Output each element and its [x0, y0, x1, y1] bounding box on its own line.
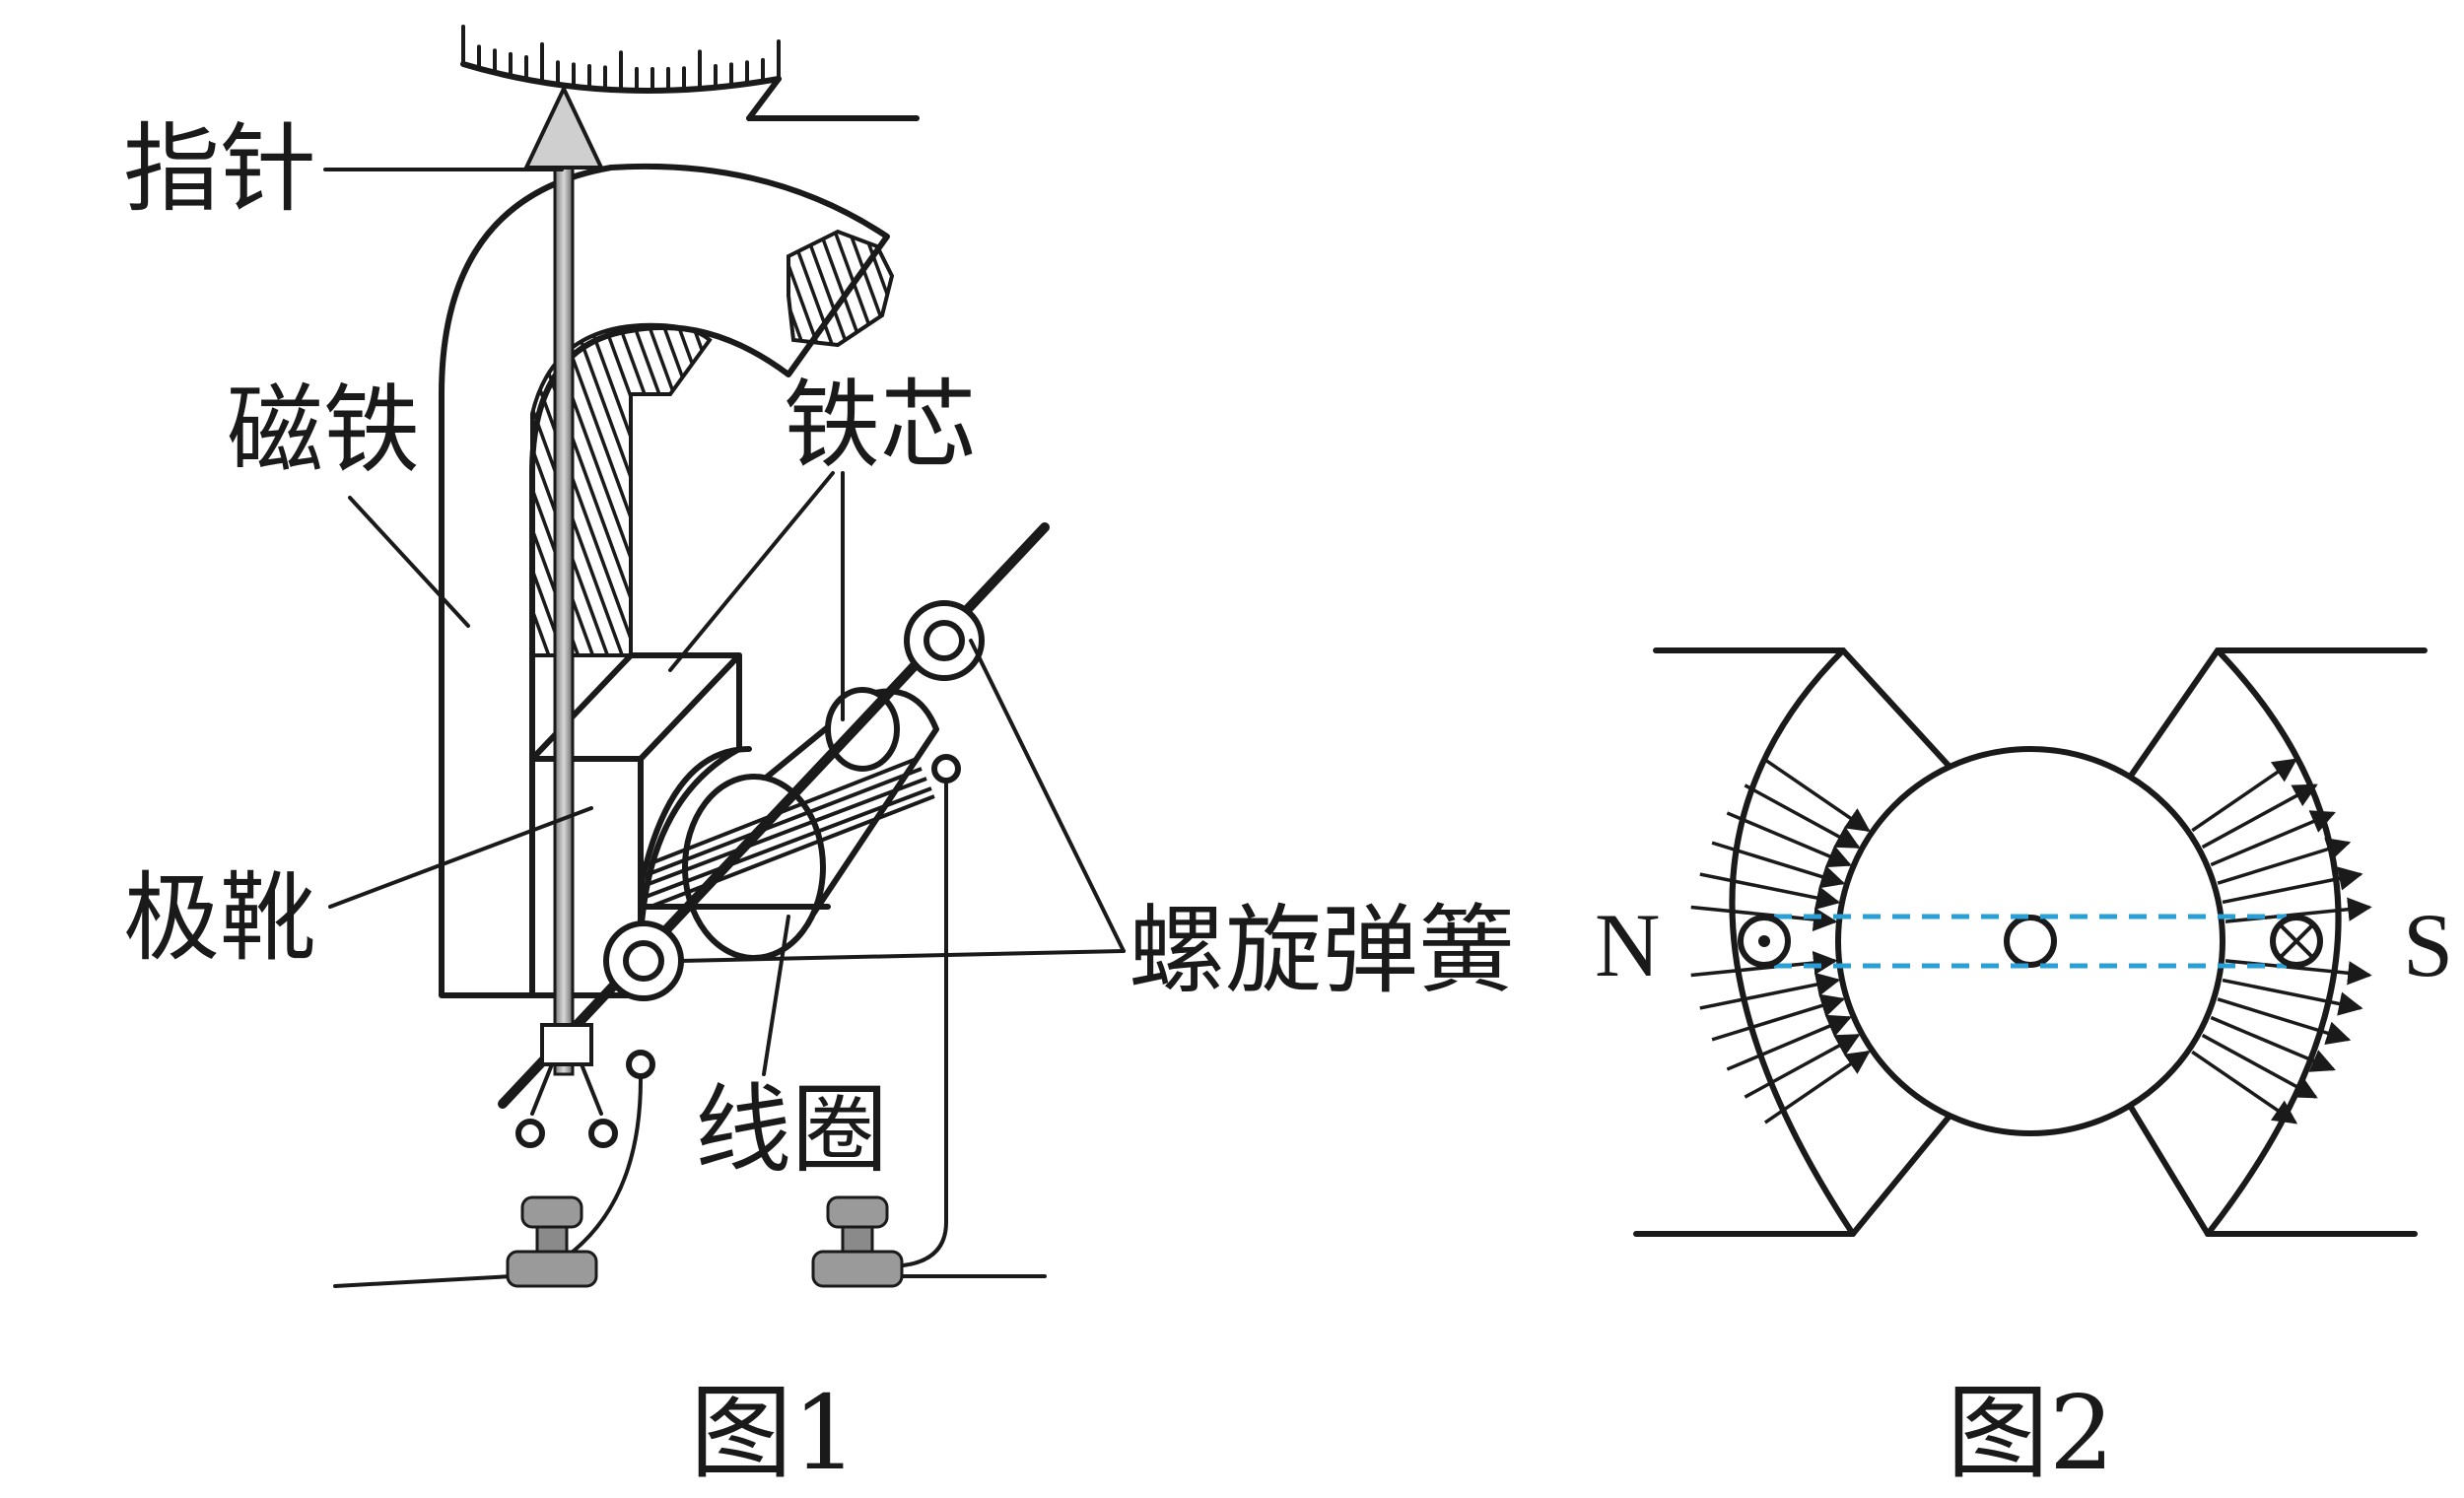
field-line-arrow [1690, 950, 1838, 978]
field-line-arrow [2210, 810, 2336, 867]
label-magnet: 磁铁 [227, 374, 420, 487]
pointer [522, 84, 605, 1076]
radial-field-lines [1690, 758, 2372, 1124]
field-line-arrow [2210, 1015, 2336, 1072]
field-line-arrow [2201, 1033, 2318, 1099]
field-line-arrow [1726, 811, 1852, 868]
field-line-arrow [2201, 783, 2318, 850]
magnet [439, 163, 895, 998]
field-line-arrow [2217, 837, 2352, 885]
magnet-broken-end [787, 229, 895, 348]
field-line-arrow [1699, 872, 1841, 911]
scale-dial [460, 25, 920, 121]
caption-figure-2: 图2 [1947, 1373, 2114, 1493]
label-coil: 线圈 [695, 1074, 888, 1187]
iron-core-cylinder [1835, 746, 2225, 1136]
current-out-symbol [1738, 915, 1791, 968]
label-pole-shoe: 极靴 [123, 862, 316, 975]
label-south-pole: S [2403, 895, 2453, 995]
field-line-arrow [1711, 841, 1846, 889]
field-line-arrow [2224, 897, 2372, 923]
figure-2: N S 图2 [1595, 647, 2453, 1493]
field-line-arrow [2222, 866, 2363, 905]
field-line-arrow [1690, 905, 1838, 932]
field-line-arrow [1699, 972, 1841, 1010]
field-line-arrow [1744, 1033, 1861, 1099]
label-spiral-spring: 螺旋弹簧 [1129, 895, 1515, 1007]
spiral-spring-top [904, 600, 985, 681]
field-line-arrow [2191, 1050, 2298, 1124]
field-line-arrow [2224, 959, 2372, 986]
spiral-spring-bottom [603, 920, 684, 1001]
label-north-pole: N [1595, 895, 1660, 995]
terminal-right [811, 1195, 904, 1288]
leader-lines [323, 168, 1126, 1076]
field-line-arrow [1744, 783, 1861, 850]
field-line-arrow [2191, 758, 2298, 833]
terminal-left [506, 1195, 598, 1288]
label-iron-core: 铁芯 [784, 370, 977, 482]
label-pointer: 指针 [123, 113, 316, 226]
figure-1: 指针 磁铁 铁芯 极靴 螺旋弹簧 线圈 图1 [123, 25, 1515, 1493]
field-line-arrow [2217, 997, 2352, 1046]
caption-figure-1: 图1 [690, 1373, 857, 1493]
field-line-arrow [1711, 993, 1846, 1042]
field-line-arrow [1763, 1050, 1871, 1124]
axis-hole [2004, 915, 2057, 968]
field-line-arrow [2222, 978, 2363, 1016]
current-in-symbol [2270, 915, 2323, 968]
field-line-arrow [1763, 758, 1871, 833]
field-line-arrow [1726, 1014, 1852, 1071]
south-pole-piece [2126, 647, 2428, 1237]
